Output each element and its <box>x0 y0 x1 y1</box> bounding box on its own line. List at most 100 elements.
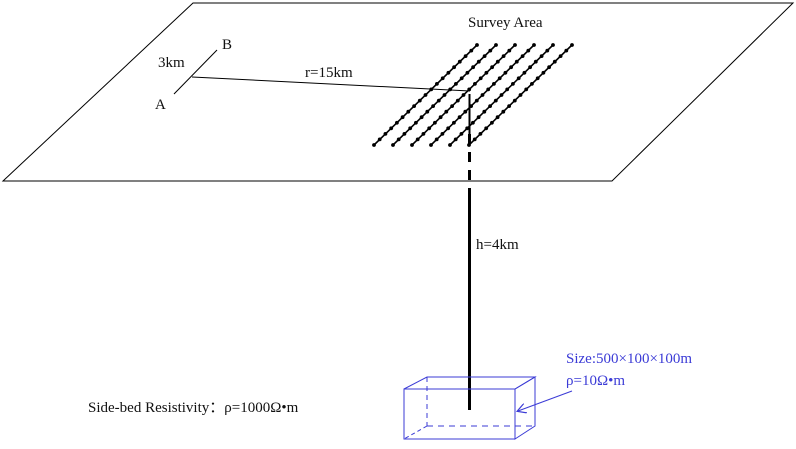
receiver-dot <box>495 59 500 64</box>
transmitter-ab-line <box>173 49 218 95</box>
receiver-dot <box>395 120 399 125</box>
receiver-dot <box>448 143 452 147</box>
receiver-dot <box>433 120 437 125</box>
receiver-dot <box>507 48 512 53</box>
receiver-dot <box>480 93 485 97</box>
receiver-dot <box>434 137 439 142</box>
receiver-dot <box>419 115 424 120</box>
receiver-dot <box>436 98 441 103</box>
receiver-dot <box>507 104 511 108</box>
receiver-dot <box>490 120 494 125</box>
receiver-dot <box>457 115 462 120</box>
receiver-dot <box>431 104 435 108</box>
receiver-dot <box>372 143 376 147</box>
receiver-dot <box>505 87 510 92</box>
receiver-dot <box>482 54 487 58</box>
receiver-dot <box>539 54 544 58</box>
receiver-dot <box>400 115 405 120</box>
receiver-dot <box>457 59 462 64</box>
receiver-dot <box>516 76 521 81</box>
receiver-dot <box>444 109 449 114</box>
receiver-dot <box>402 132 407 136</box>
receiver-dot <box>503 70 508 75</box>
receiver-dot <box>423 93 428 97</box>
receiver-dot <box>497 76 502 81</box>
receiver-dot <box>478 76 483 81</box>
receiver-dot <box>522 70 527 75</box>
receiver-dot <box>524 87 529 92</box>
receiver-dot <box>446 70 451 75</box>
receiver-dot <box>494 43 498 47</box>
receiver-dot <box>406 109 411 114</box>
receiver-dot <box>389 126 394 131</box>
receiver-dot <box>463 109 468 114</box>
receiver-dot <box>471 120 475 125</box>
receiver-dot <box>391 143 395 147</box>
ground-surface-plane <box>1 2 795 182</box>
receiver-dot <box>488 48 493 53</box>
receiver-dot <box>440 132 445 136</box>
receiver-dot <box>417 98 422 103</box>
survey-lines-group <box>372 43 574 147</box>
receiver-dot <box>463 54 468 58</box>
receiver-dot <box>446 126 451 131</box>
receiver-dot <box>532 43 536 47</box>
receiver-dot <box>528 65 532 70</box>
receiver-dot <box>467 143 471 147</box>
receiver-dot <box>492 82 496 86</box>
receiver-dot <box>450 104 454 108</box>
receiver-dot <box>425 109 430 114</box>
point-a-label: A <box>155 97 166 113</box>
receiver-dot <box>509 65 513 70</box>
receiver-dot <box>396 137 401 142</box>
receiver-dot <box>501 54 506 58</box>
point-b-label: B <box>222 37 232 53</box>
receiver-dot <box>459 76 464 81</box>
receiver-dot <box>514 59 519 64</box>
receiver-dot <box>435 82 439 86</box>
receiver-dot <box>526 48 531 53</box>
receiver-dot <box>440 76 445 81</box>
receiver-dot <box>484 126 489 131</box>
receiver-dot <box>429 143 433 147</box>
receiver-dot <box>551 43 555 47</box>
receiver-dot <box>410 143 414 147</box>
receiver-dot <box>476 59 481 64</box>
receiver-dot <box>518 93 523 97</box>
receiver-dot <box>467 87 472 92</box>
depth-label: h=4km <box>476 237 519 253</box>
receiver-dot <box>495 115 500 120</box>
receiver-dot <box>499 93 504 97</box>
receiver-dot <box>520 54 525 58</box>
receiver-dot <box>484 70 489 75</box>
receiver-dot <box>427 126 432 131</box>
receiver-dot <box>471 65 475 70</box>
receiver-dot <box>469 48 474 53</box>
receiver-dot <box>453 137 458 142</box>
target-pointer-arrow <box>518 390 573 411</box>
receiver-dot <box>478 132 483 136</box>
receiver-dot <box>533 59 538 64</box>
receiver-dot <box>421 132 426 136</box>
receiver-dot <box>475 43 479 47</box>
receiver-dot <box>530 82 534 86</box>
receiver-dot <box>452 120 456 125</box>
receiver-dot <box>454 82 458 86</box>
receiver-dot <box>541 70 546 75</box>
receiver-dot <box>511 82 515 86</box>
receiver-dot <box>486 87 491 92</box>
sidebed-resistivity-label: Side-bed Resistivity：ρ=1000Ω•m <box>88 400 299 416</box>
receiver-dot <box>438 115 443 120</box>
target-size-label: Size:500×100×100m <box>566 351 692 367</box>
receiver-dot <box>512 98 517 103</box>
receiver-dot <box>513 43 517 47</box>
survey-area-label: Survey Area <box>468 15 543 31</box>
receiver-dot <box>473 82 477 86</box>
receiver-dot <box>442 93 447 97</box>
target-resistivity-label: ρ=10Ω•m <box>566 373 625 389</box>
receiver-dot <box>472 137 477 142</box>
receiver-dot <box>535 76 540 81</box>
receiver-dot <box>547 65 551 70</box>
receiver-dot <box>545 48 550 53</box>
